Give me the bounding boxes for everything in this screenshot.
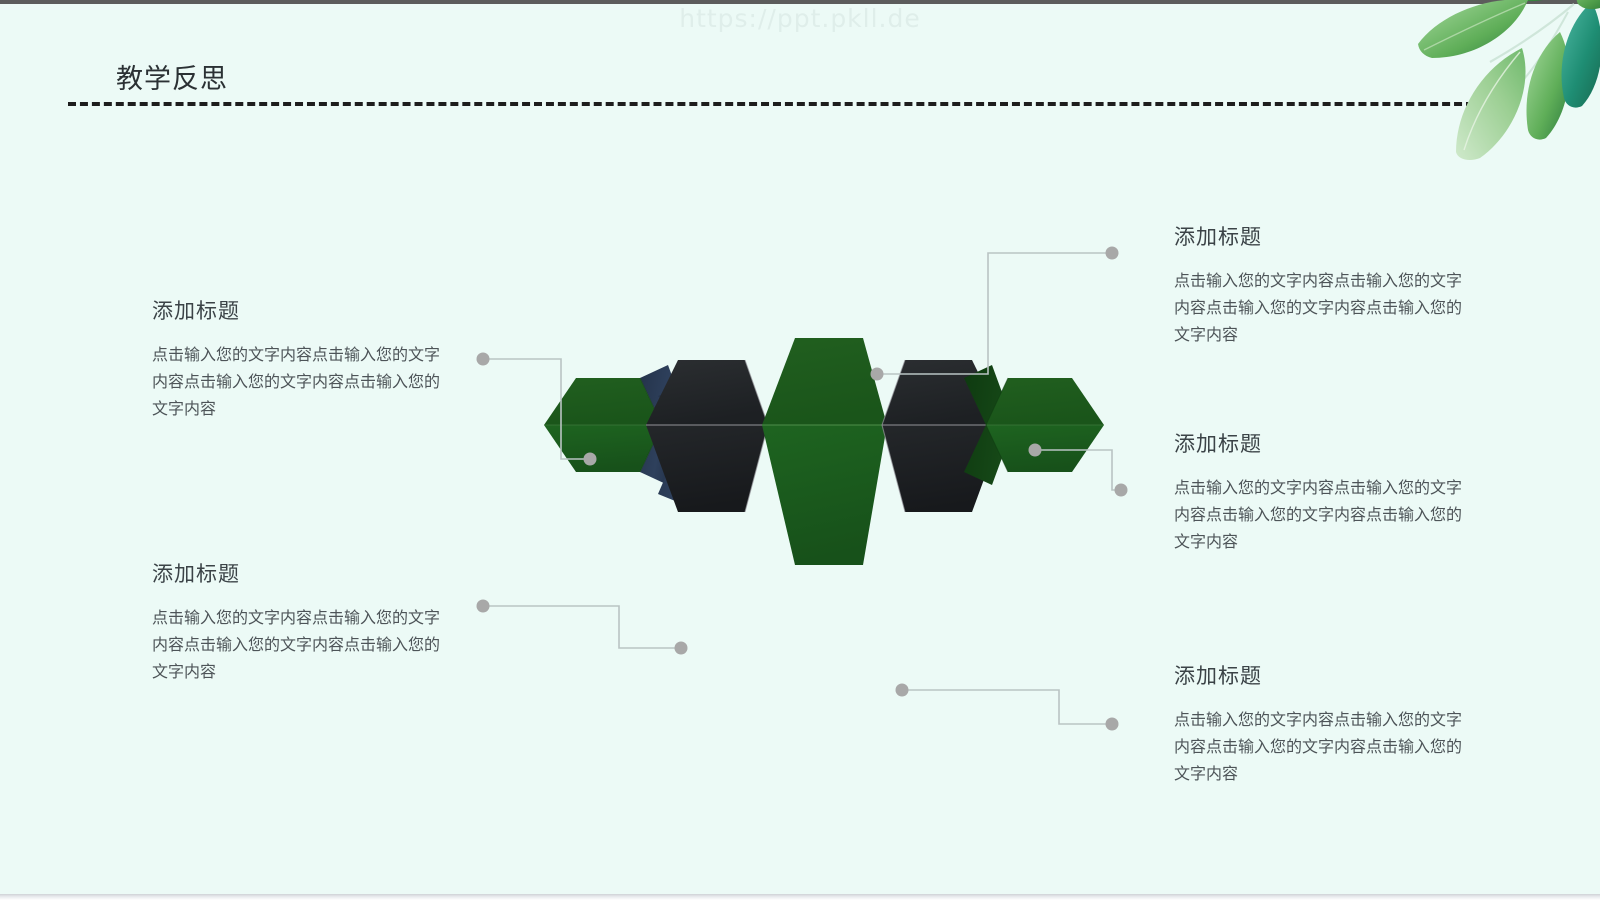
- connector-dot-shape-end: [895, 683, 909, 697]
- callout-top-right-body: 点击输入您的文字内容点击输入您的文字内容点击输入您的文字内容点击输入您的文字内容: [1174, 271, 1463, 345]
- diagram-block-5-green-far-right: [964, 365, 1104, 485]
- callout-top-left-body: 点击输入您的文字内容点击输入您的文字内容点击输入您的文字内容点击输入您的文字内容: [152, 345, 441, 419]
- callout-bottom-left: 添加标题 点击输入您的文字内容点击输入您的文字内容点击输入您的文字内容点击输入您…: [152, 558, 452, 686]
- title-divider-dashed: [68, 102, 1474, 106]
- watermark-url: https://ppt.pkll.de: [679, 4, 921, 33]
- callout-top-left-heading: 添加标题: [152, 300, 240, 323]
- connector-dot-shape-end: [870, 367, 884, 381]
- callout-top-right-heading: 添加标题: [1174, 226, 1262, 249]
- connector-dot-text-end: [476, 599, 490, 613]
- callout-bottom-right-heading: 添加标题: [1174, 665, 1262, 688]
- callout-top-right: 添加标题 点击输入您的文字内容点击输入您的文字内容点击输入您的文字内容点击输入您…: [1174, 221, 1474, 349]
- callout-bottom-right-body: 点击输入您的文字内容点击输入您的文字内容点击输入您的文字内容点击输入您的文字内容: [1174, 710, 1463, 784]
- diagram-block-4-dark-right: [881, 359, 1004, 513]
- callout-bottom-left-body: 点击输入您的文字内容点击输入您的文字内容点击输入您的文字内容点击输入您的文字内容: [152, 608, 441, 682]
- callout-bottom-left-heading: 添加标题: [152, 563, 240, 586]
- connector-dot-shape-end: [583, 452, 597, 466]
- connector-dot-shape-end: [1028, 443, 1042, 457]
- connector-dot-text-end: [1105, 246, 1119, 260]
- callout-middle-right: 添加标题 点击输入您的文字内容点击输入您的文字内容点击输入您的文字内容点击输入您…: [1174, 428, 1474, 556]
- callout-middle-right-heading: 添加标题: [1174, 433, 1262, 456]
- callout-bottom-right: 添加标题 点击输入您的文字内容点击输入您的文字内容点击输入您的文字内容点击输入您…: [1174, 660, 1474, 788]
- page-title: 教学反思: [116, 64, 228, 94]
- central-3d-block-stack: [544, 338, 1104, 565]
- diagram-block-2-dark-left: [646, 359, 769, 513]
- connector-dot-shape-end: [674, 641, 688, 655]
- connector-top-left: [470, 346, 606, 478]
- connector-bottom-left: [470, 593, 714, 667]
- connector-dot-text-end: [1105, 717, 1119, 731]
- callout-top-left: 添加标题 点击输入您的文字内容点击输入您的文字内容点击输入您的文字内容点击输入您…: [152, 295, 452, 423]
- connector-dot-text-end: [476, 352, 490, 366]
- leaf-4: [1526, 32, 1569, 140]
- callout-middle-right-body: 点击输入您的文字内容点击输入您的文字内容点击输入您的文字内容点击输入您的文字内容: [1174, 478, 1463, 552]
- window-top-edge: [0, 0, 1600, 4]
- connector-dot-text-end: [1114, 483, 1128, 497]
- connector-bottom-right: [889, 677, 1139, 739]
- connector-top-right: [864, 240, 1142, 388]
- window-bottom-edge: [0, 894, 1600, 900]
- connector-middle-right: [1022, 437, 1135, 503]
- diagram-block-3-green-center: [762, 338, 887, 565]
